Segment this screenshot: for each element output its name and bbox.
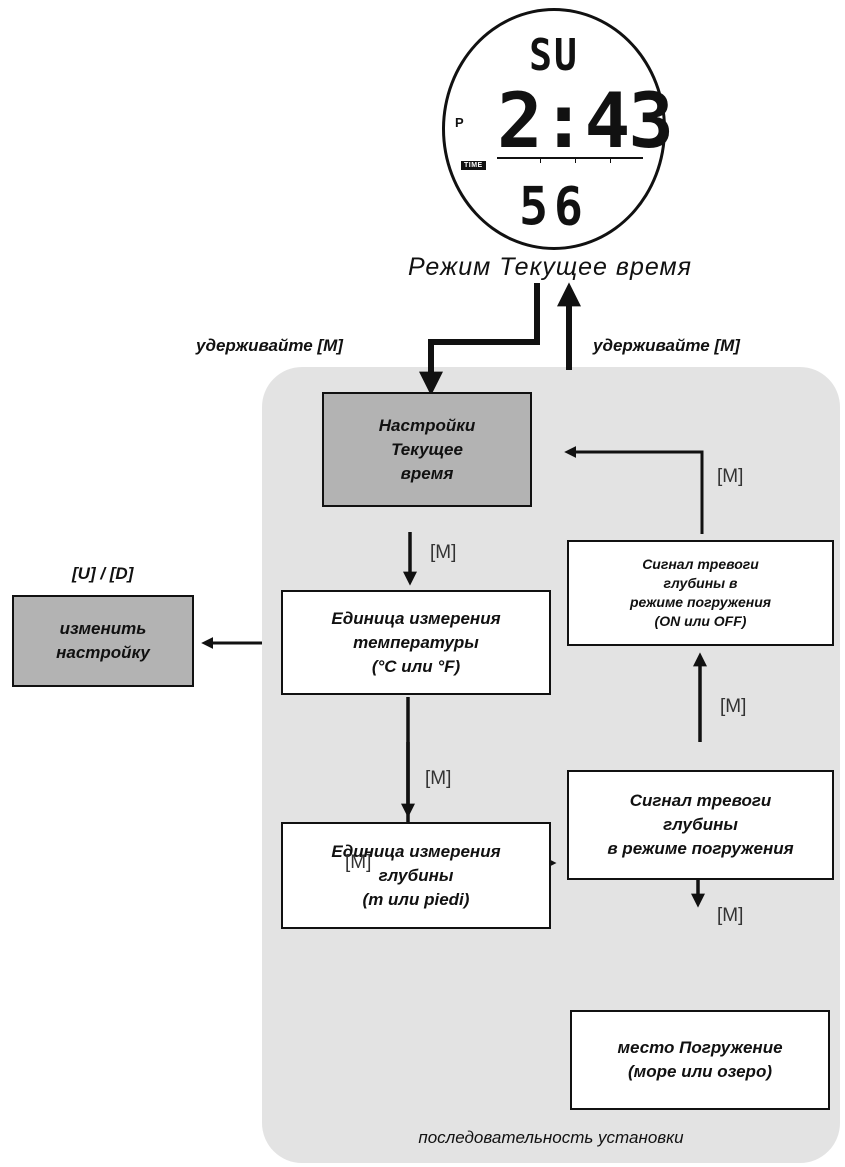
settings-time-line: Текущее [391,439,463,459]
m-button-label: [M] [345,852,372,873]
temperature-unit-box: Единица измерения температуры (°C или °F… [281,590,551,695]
depth-alarm-line: в режиме погружения [607,839,794,858]
settings-time-box: Настройки Текущее время [322,392,532,507]
watch-mode-label: TIME [461,161,486,170]
m-button-label: [M] [720,696,747,717]
settings-time-line: время [400,463,454,483]
temperature-unit-line: Единица измерения [331,608,501,628]
depth-unit-line: Единица измерения [331,841,501,861]
watch-tick [575,157,576,163]
depth-alarm-onoff-line: Сигнал тревоги [642,556,759,572]
watch-pm-marker: P [455,115,464,130]
dive-place-line: (море или озеро) [628,1062,772,1081]
watch-day: SU [529,29,579,81]
m-button-label: [M] [430,542,457,563]
mode-title: Режим Текущее время [408,253,692,281]
dive-place-box: место Погружение (море или озеро) [570,1010,830,1110]
watch-tick [540,157,541,163]
watch-divider [497,157,643,159]
settings-time-line: Настройки [378,415,476,435]
temperature-unit-line: (°C или °F) [371,656,461,676]
depth-alarm-onoff-box: Сигнал тревоги глубины в режиме погружен… [567,540,834,646]
hold-m-label-right: удерживайте [M] [593,336,740,355]
watch-display: SU P 2:43 TIME 56 [442,8,674,250]
m-button-label: [M] [425,768,452,789]
depth-unit-line: глубины [378,865,454,885]
change-setting-line: настройку [56,643,150,662]
depth-alarm-onoff-line: (ON или OFF) [654,613,747,629]
m-button-label: [M] [717,905,744,926]
depth-alarm-line: глубины [663,815,738,834]
depth-alarm-box: Сигнал тревоги глубины в режиме погружен… [567,770,834,880]
change-setting-line: изменить [59,619,147,638]
depth-alarm-line: Сигнал тревоги [629,791,772,810]
m-button-label: [M] [717,466,744,487]
depth-unit-box: Единица измерения глубины (m или piedi) [281,822,551,929]
depth-alarm-onoff-line: режиме погружения [629,594,772,610]
dive-place-line: место Погружение [617,1038,783,1057]
temperature-unit-line: температуры [353,632,479,652]
depth-alarm-onoff-line: глубины в [663,575,738,591]
depth-unit-line: (m или piedi) [362,889,470,909]
watch-time: 2:43 [497,76,674,165]
change-setting-box: изменить настройку [12,595,194,687]
setting-sequence-caption: последовательность установки [418,1128,684,1147]
arrow-to-settings [419,283,540,396]
watch-seconds: 56 [519,176,589,238]
arrow-onoff-to-settings [564,446,704,534]
change-buttons-label: [U] / [D] [72,564,134,583]
watch-tick [610,157,611,163]
hold-m-label-left: удерживайте [M] [196,336,343,355]
